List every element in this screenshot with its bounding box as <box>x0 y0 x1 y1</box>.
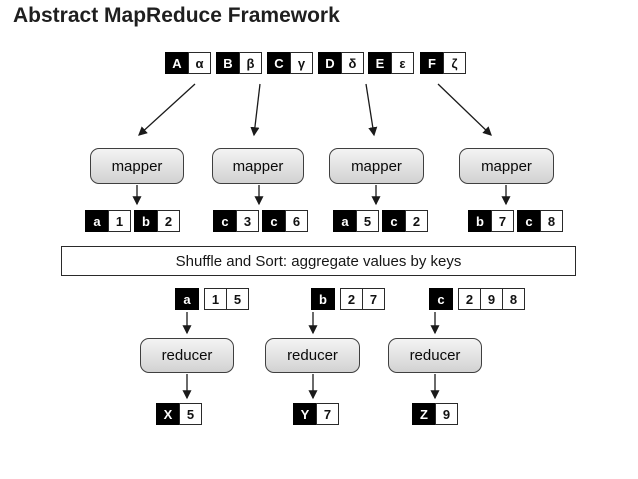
arrow-input-to-mapper-3 <box>365 83 378 137</box>
output-key-cell: Y <box>293 403 317 425</box>
kv-pair: c 6 <box>262 210 308 232</box>
input-pair: B β <box>216 52 262 74</box>
input-value-cell: ζ <box>443 52 466 74</box>
input-pair: A α <box>165 52 211 74</box>
value-cell: 1 <box>204 288 227 310</box>
output-key-cell: Z <box>412 403 436 425</box>
input-value-cell: α <box>188 52 211 74</box>
input-key-cell: A <box>165 52 189 74</box>
kv-pair: c 8 <box>517 210 563 232</box>
arrow-input-to-mapper-4 <box>437 83 492 136</box>
input-pair: D δ <box>318 52 364 74</box>
output-value-cell: 9 <box>435 403 458 425</box>
kv-pair: c 2 <box>382 210 428 232</box>
mapper-output-group: c 3 c 6 <box>213 210 308 232</box>
key-cell: a <box>85 210 109 232</box>
grouped-key-a: a 1 5 <box>175 288 249 310</box>
value-cell: 7 <box>491 210 514 232</box>
input-pair: F ζ <box>420 52 466 74</box>
value-cell: 5 <box>226 288 249 310</box>
input-key-cell: F <box>420 52 444 74</box>
value-cell: 8 <box>540 210 563 232</box>
key-cell: c <box>382 210 406 232</box>
value-cell: 6 <box>285 210 308 232</box>
arrow-input-to-mapper-2 <box>250 83 261 137</box>
kv-pair: c 3 <box>213 210 259 232</box>
key-cell: c <box>262 210 286 232</box>
output-pair: Y 7 <box>293 403 339 425</box>
mapper-node: mapper <box>459 148 554 184</box>
reducer-node: reducer <box>388 338 482 373</box>
mapper-node: mapper <box>90 148 184 184</box>
grouped-key-b: b 2 7 <box>311 288 385 310</box>
kv-pair: b 7 <box>468 210 514 232</box>
value-cell: 8 <box>502 288 525 310</box>
mapper-output-group: a 5 c 2 <box>333 210 428 232</box>
kv-pair: b 2 <box>134 210 180 232</box>
output-value-cell: 5 <box>179 403 202 425</box>
value-cell: 2 <box>157 210 180 232</box>
input-value-cell: δ <box>341 52 364 74</box>
value-cell: 3 <box>236 210 259 232</box>
output-pair: Z 9 <box>412 403 458 425</box>
mapper-node: mapper <box>212 148 304 184</box>
input-pair: E ε <box>368 52 414 74</box>
key-cell: b <box>468 210 492 232</box>
output-key-cell: X <box>156 403 180 425</box>
input-value-cell: γ <box>290 52 313 74</box>
key-cell: a <box>175 288 199 310</box>
mapper-node: mapper <box>329 148 424 184</box>
output-pair: X 5 <box>156 403 202 425</box>
value-cell: 9 <box>480 288 503 310</box>
value-cell: 2 <box>340 288 363 310</box>
value-cell: 7 <box>362 288 385 310</box>
key-cell: c <box>517 210 541 232</box>
key-cell: c <box>213 210 237 232</box>
values-strip: 1 5 <box>204 288 249 310</box>
value-cell: 5 <box>356 210 379 232</box>
input-key-cell: E <box>368 52 392 74</box>
input-key-cell: D <box>318 52 342 74</box>
mapper-output-group: a 1 b 2 <box>85 210 180 232</box>
reducer-node: reducer <box>140 338 234 373</box>
value-cell: 2 <box>405 210 428 232</box>
values-strip: 2 7 <box>340 288 385 310</box>
input-key-cell: B <box>216 52 240 74</box>
value-cell: 2 <box>458 288 481 310</box>
input-key-cell: C <box>267 52 291 74</box>
output-value-cell: 7 <box>316 403 339 425</box>
input-value-cell: ε <box>391 52 414 74</box>
page-title: Abstract MapReduce Framework <box>13 4 340 27</box>
values-strip: 2 9 8 <box>458 288 525 310</box>
input-value-cell: β <box>239 52 262 74</box>
key-cell: a <box>333 210 357 232</box>
value-cell: 1 <box>108 210 131 232</box>
key-cell: b <box>134 210 158 232</box>
kv-pair: a 5 <box>333 210 379 232</box>
shuffle-sort-bar: Shuffle and Sort: aggregate values by ke… <box>61 246 576 276</box>
kv-pair: a 1 <box>85 210 131 232</box>
input-pair: C γ <box>267 52 313 74</box>
reducer-node: reducer <box>265 338 360 373</box>
key-cell: c <box>429 288 453 310</box>
arrow-input-to-mapper-1 <box>138 83 196 136</box>
mapper-output-group: b 7 c 8 <box>468 210 563 232</box>
grouped-key-c: c 2 9 8 <box>429 288 525 310</box>
key-cell: b <box>311 288 335 310</box>
